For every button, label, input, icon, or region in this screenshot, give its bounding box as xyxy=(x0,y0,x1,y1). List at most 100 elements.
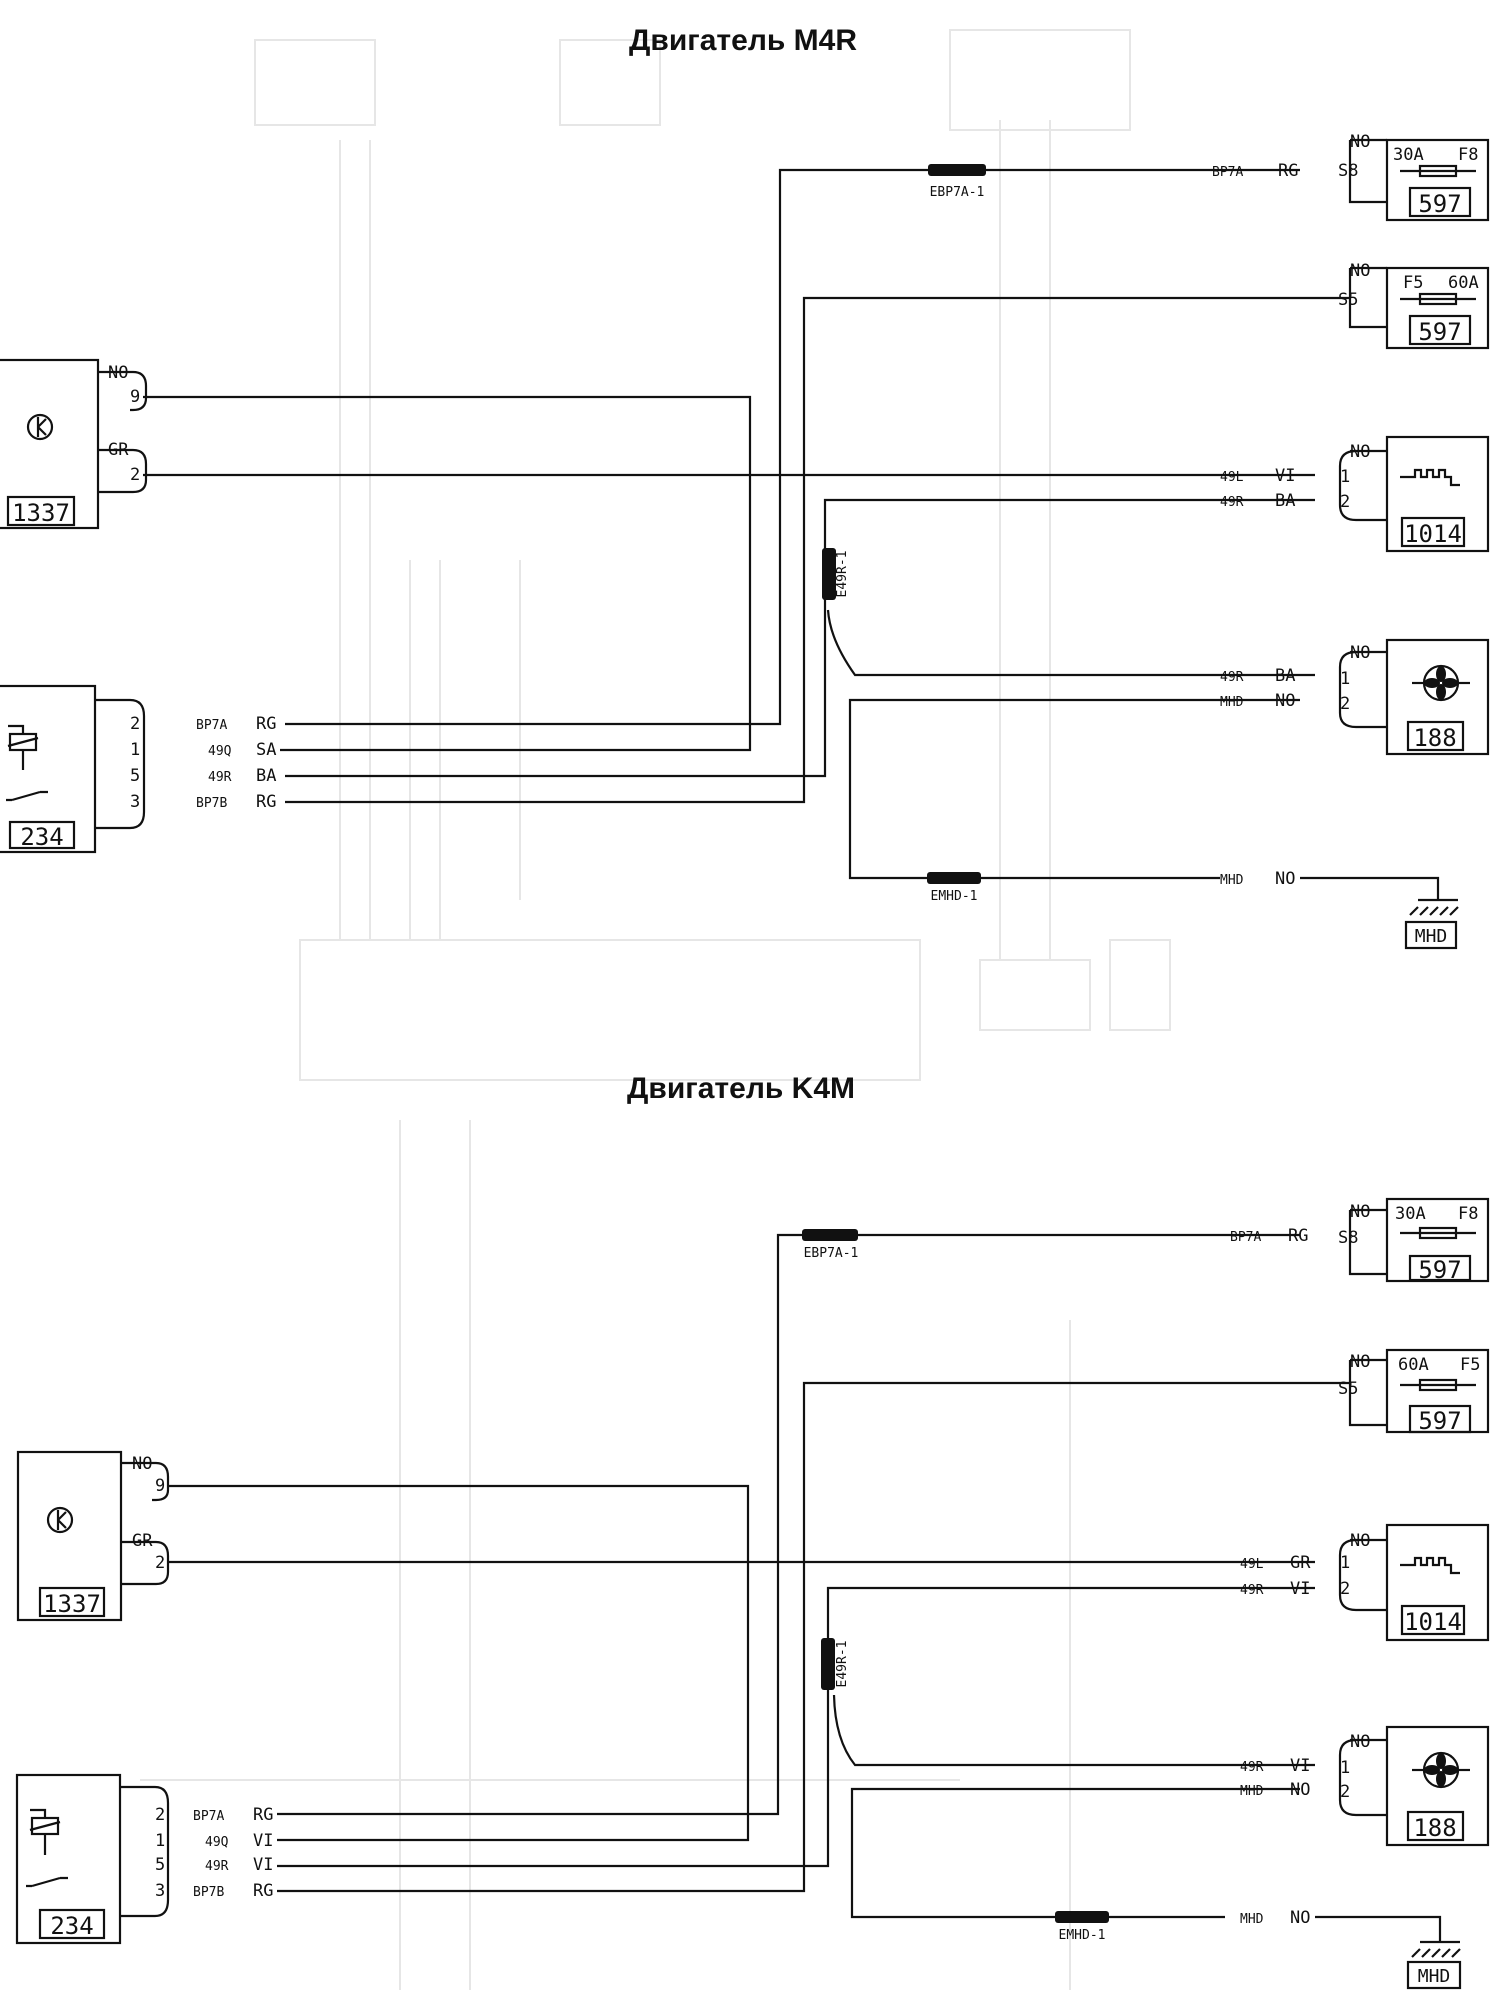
diagram-title: Двигатель K4M xyxy=(627,1072,855,1105)
relay-color-3: RG xyxy=(253,1881,273,1901)
splice-label: EMHD-1 xyxy=(1059,1928,1106,1943)
sensor-number: 1337 xyxy=(43,1590,101,1618)
relay-pin-0: 2 xyxy=(155,1805,165,1825)
relay-wire-1: 49Q xyxy=(205,1835,229,1850)
fuse-f5-rating: 60A xyxy=(1448,273,1479,293)
wire-label: 49R xyxy=(1220,495,1244,510)
relay-wire-3: BP7B xyxy=(193,1885,224,1900)
wire-label: 49R xyxy=(1240,1583,1264,1598)
wire-label: MHD xyxy=(1220,873,1244,888)
fuse-f5-number: 597 xyxy=(1418,1407,1461,1435)
heater-pin2: 2 xyxy=(1340,492,1350,512)
heater-pin1: 1 xyxy=(1340,467,1350,487)
fuse-f5-ground-label: NO xyxy=(1350,261,1370,281)
ground-mhd: MHD xyxy=(1300,876,1459,950)
relay-pin-0: 2 xyxy=(130,714,140,734)
sensor-pin-a: 9 xyxy=(130,387,140,407)
relay-pin-1: 1 xyxy=(155,1831,165,1851)
sensor-1337: NO 9 GR 2 1337 xyxy=(16,1450,170,1622)
wire-color: NO xyxy=(1275,691,1295,711)
sensor-number: 1337 xyxy=(12,499,70,527)
relay-wire-2: 49R xyxy=(208,770,232,785)
sensor-pin-b-color: GR xyxy=(108,440,129,460)
wire-label: BP7A xyxy=(1212,165,1243,180)
relay-color-0: RG xyxy=(256,714,276,734)
fuse-f8-id: F8 xyxy=(1458,145,1478,165)
heater-1014: NO 1 2 1014 xyxy=(1338,1523,1490,1642)
sensor-pin-a: 9 xyxy=(155,1476,165,1496)
fuse-f8-ground-label: NO xyxy=(1350,1202,1370,1222)
splice-label: EMHD-1 xyxy=(931,889,978,904)
heater-pin1: 1 xyxy=(1340,1553,1350,1573)
wire-color: NO xyxy=(1290,1908,1310,1928)
wire-label: 49R xyxy=(1240,1760,1264,1775)
wire-color: NO xyxy=(1290,1780,1310,1800)
fan-pin1: 1 xyxy=(1340,1758,1350,1778)
wire-color: GR xyxy=(1290,1553,1311,1573)
wire-harness xyxy=(168,1233,1350,1919)
relay-coil-icon xyxy=(6,724,48,802)
splice-label: EBP7A-1 xyxy=(804,1246,859,1261)
wire-label: 49L xyxy=(1240,1557,1264,1572)
background-bleed-through xyxy=(140,29,1171,1990)
relay-number: 234 xyxy=(20,823,63,851)
relay-wire-2: 49R xyxy=(205,1859,229,1874)
splice-label: E49R-1 xyxy=(835,1641,850,1688)
diagram-m4r: Двигатель M4R NO S8 30A F8 597 NO S5 F5 … xyxy=(0,24,1490,950)
relay-wire-3: BP7B xyxy=(196,796,227,811)
fan-icon xyxy=(1412,664,1470,702)
wire-color: BA xyxy=(1275,666,1295,686)
relay-pin-3: 3 xyxy=(155,1881,165,1901)
splice-label: E49R-1 xyxy=(835,551,850,598)
wire-labels-right: BP7A RG 49L VI 49R BA 49R BA MHD NO MHD … xyxy=(1212,161,1298,889)
wire-harness xyxy=(143,168,1350,880)
splice-e49r: E49R-1 xyxy=(821,1638,850,1690)
fan-number: 188 xyxy=(1413,1814,1456,1842)
fuse-f5-ground-label: NO xyxy=(1350,1352,1370,1372)
sensor-1337: NO 9 GR 2 1337 xyxy=(0,358,148,530)
relay-wire-1: 49Q xyxy=(208,744,232,759)
wire-color: VI xyxy=(1290,1579,1310,1599)
diagram-k4m: Двигатель K4M NO S8 30A F8 597 NO S5 60A… xyxy=(15,1072,1490,1990)
fuse-f8-pin-label: S8 xyxy=(1338,1228,1358,1248)
fuse-f5-number: 597 xyxy=(1418,318,1461,346)
relay-234: 234 2 1 5 3 BP7A 49Q 49R BP7B RG VI VI R… xyxy=(15,1773,273,1945)
splice-ebp7a: EBP7A-1 xyxy=(928,164,986,200)
fuse-597-f8: NO S8 30A F8 597 xyxy=(1338,132,1490,222)
wire-color: NO xyxy=(1275,869,1295,889)
sensor-pin-b: 2 xyxy=(130,465,140,485)
relay-color-2: BA xyxy=(256,766,276,786)
splice-label: EBP7A-1 xyxy=(930,185,985,200)
relay-pin-3: 3 xyxy=(130,792,140,812)
heater-1014: NO 1 2 1014 xyxy=(1338,435,1490,553)
ground-mhd: MHD xyxy=(1315,1915,1462,1990)
fuse-597-f5: NO S5 F5 60A 597 xyxy=(1338,261,1490,350)
relay-coil-icon xyxy=(26,1808,68,1888)
sensor-pin-b-color: GR xyxy=(132,1531,153,1551)
splice-ebp7a: EBP7A-1 xyxy=(802,1229,858,1261)
relay-pin-2: 5 xyxy=(130,766,140,786)
splice-e49r: E49R-1 xyxy=(822,548,850,600)
fuse-f8-rating: 30A xyxy=(1395,1204,1426,1224)
diagram-title: Двигатель M4R xyxy=(629,24,857,57)
ground-icon xyxy=(1409,906,1459,916)
fuse-f8-ground-label: NO xyxy=(1350,132,1370,152)
wire-color: VI xyxy=(1275,466,1295,486)
wire-label: 49R xyxy=(1220,670,1244,685)
heater-pin2: 2 xyxy=(1340,1579,1350,1599)
wire-color: RG xyxy=(1288,1226,1308,1246)
wire-label: BP7A xyxy=(1230,1230,1261,1245)
fuse-f5-rating: 60A xyxy=(1398,1355,1429,1375)
heater-number: 1014 xyxy=(1404,1608,1462,1636)
heater-ground-label: NO xyxy=(1350,442,1370,462)
fan-ground-label: NO xyxy=(1350,643,1370,663)
fan-188: NO 1 2 188 xyxy=(1338,638,1490,756)
fuse-f8-rating: 30A xyxy=(1393,145,1424,165)
ground-label: MHD xyxy=(1418,1966,1451,1987)
fuse-f8-number: 597 xyxy=(1418,190,1461,218)
wire-color: BA xyxy=(1275,491,1295,511)
heater-element-icon xyxy=(1400,1556,1460,1575)
relay-color-0: RG xyxy=(253,1805,273,1825)
sensor-pin-a-color: NO xyxy=(132,1454,152,1474)
